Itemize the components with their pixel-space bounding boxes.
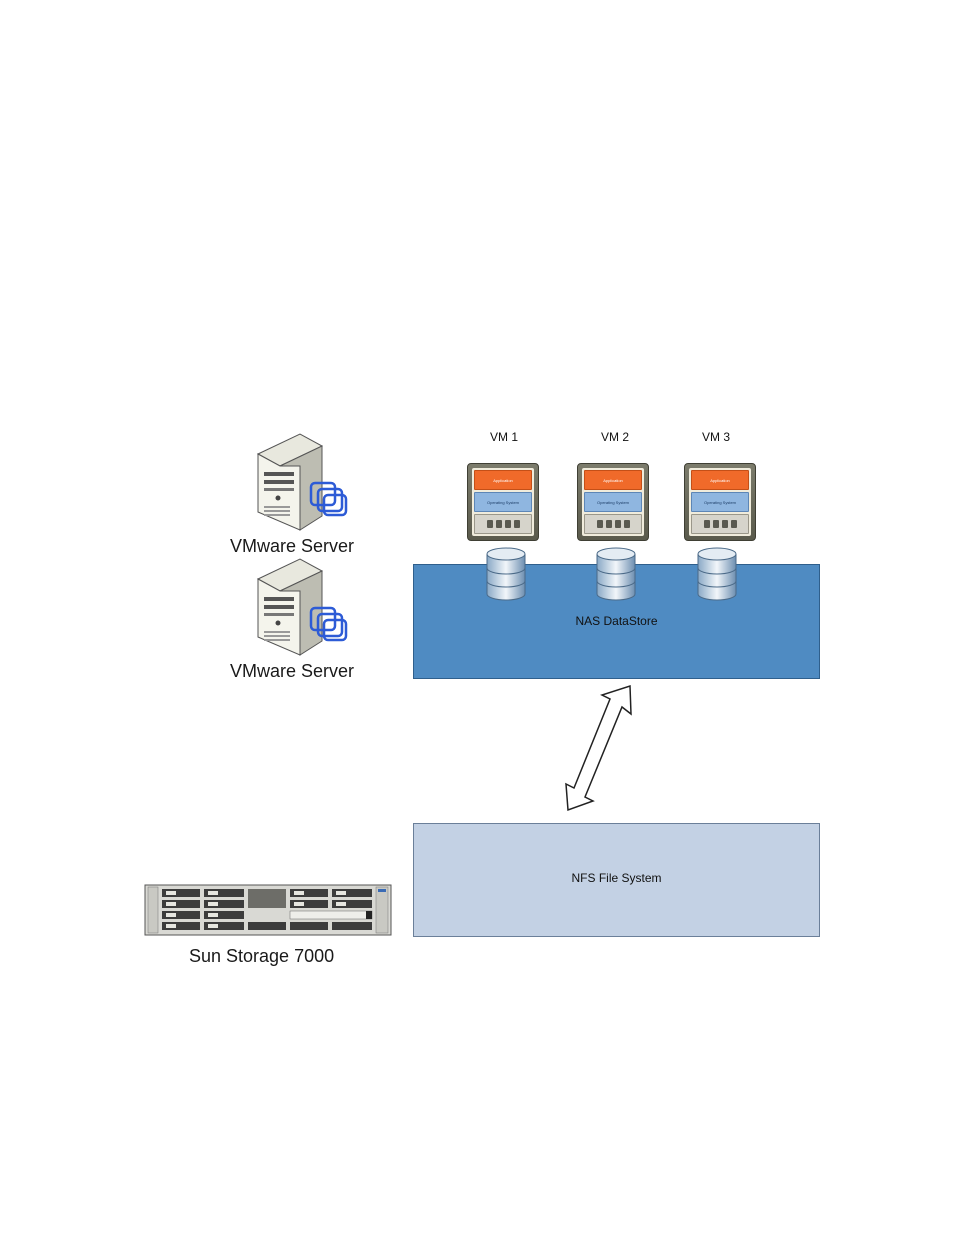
vm-hardware-layer	[584, 514, 642, 534]
nfs-file-system-label: NFS File System	[414, 871, 819, 885]
vm-application-layer: Application	[691, 470, 749, 490]
database-icon	[485, 546, 527, 602]
hardware-icon	[704, 520, 710, 528]
hardware-icon	[496, 520, 502, 528]
hardware-icon	[606, 520, 612, 528]
double-arrow-icon	[560, 684, 640, 814]
hardware-icon	[514, 520, 520, 528]
vm-box: Application Operating System	[684, 463, 756, 541]
vm-application-layer: Application	[474, 470, 532, 490]
vm-application-layer: Application	[584, 470, 642, 490]
hardware-icon	[487, 520, 493, 528]
vmware-logo-icon	[308, 480, 350, 520]
vm-title: VM 3	[702, 430, 730, 444]
vm-os-layer: Operating System	[474, 492, 532, 512]
vm-title: VM 1	[490, 430, 518, 444]
hardware-icon	[731, 520, 737, 528]
vm-os-layer: Operating System	[691, 492, 749, 512]
vm-hardware-layer	[691, 514, 749, 534]
vm-hardware-layer	[474, 514, 532, 534]
hardware-icon	[505, 520, 511, 528]
vm-os-layer: Operating System	[584, 492, 642, 512]
hardware-icon	[713, 520, 719, 528]
vmware-server-1: VMware Server	[230, 432, 365, 562]
database-icon	[595, 546, 637, 602]
hardware-icon	[615, 520, 621, 528]
hardware-icon	[722, 520, 728, 528]
vm-box: Application Operating System	[467, 463, 539, 541]
vm-title: VM 2	[601, 430, 629, 444]
nas-datastore-label: NAS DataStore	[414, 614, 819, 628]
vmware-logo-icon	[308, 605, 350, 645]
server-label: VMware Server	[230, 536, 354, 557]
server-label: VMware Server	[230, 661, 354, 682]
nfs-file-system-box: NFS File System	[413, 823, 820, 937]
storage-label: Sun Storage 7000	[189, 946, 334, 967]
database-icon	[696, 546, 738, 602]
vmware-server-2: VMware Server	[230, 557, 365, 687]
vm-box: Application Operating System	[577, 463, 649, 541]
storage-rack-icon	[144, 884, 392, 936]
hardware-icon	[624, 520, 630, 528]
hardware-icon	[597, 520, 603, 528]
